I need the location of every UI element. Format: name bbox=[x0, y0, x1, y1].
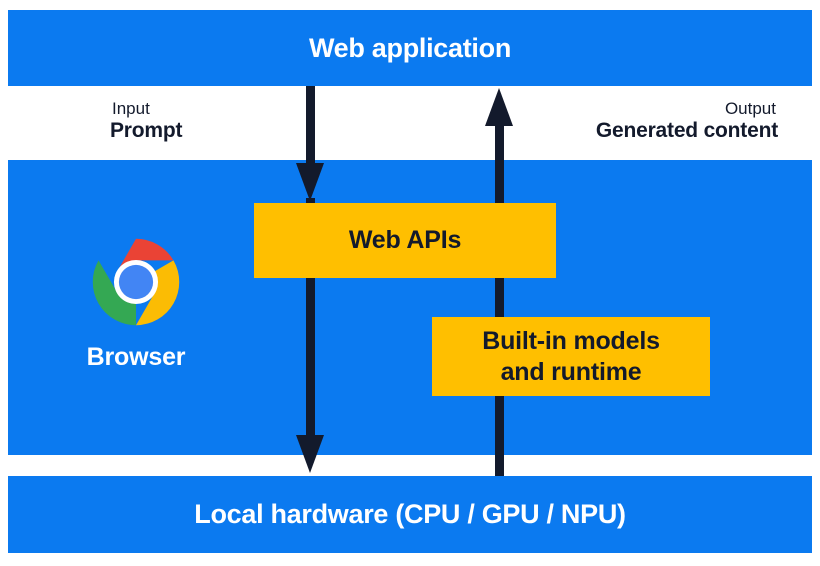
flow-input-kind: Input bbox=[112, 99, 150, 118]
box-builtin-models-line1: Built-in models bbox=[482, 327, 660, 355]
arrow-input-head-upper-icon bbox=[296, 163, 324, 201]
band-browser-label: Browser bbox=[86, 343, 186, 371]
flow-output-kind: Output bbox=[724, 99, 776, 118]
box-builtin-models: Built-in models and runtime bbox=[432, 317, 710, 396]
chrome-logo bbox=[92, 238, 180, 326]
arrow-output-head-icon bbox=[485, 88, 513, 126]
flow-output-value: Generated content bbox=[595, 119, 778, 143]
band-local-hardware: Local hardware (CPU / GPU / NPU) bbox=[8, 476, 812, 553]
flow-input-value: Prompt bbox=[110, 119, 183, 143]
browser-identity: Browser bbox=[83, 237, 189, 372]
arrow-input-shaft-upper bbox=[306, 86, 315, 168]
flow-label-input: Input Prompt bbox=[110, 99, 183, 144]
band-web-application: Web application bbox=[8, 10, 812, 86]
flow-label-output: Output Generated content bbox=[596, 99, 778, 144]
arrow-output-shaft bbox=[495, 120, 504, 476]
box-web-apis-label: Web APIs bbox=[348, 226, 462, 255]
arrow-input-head-lower-icon bbox=[296, 435, 324, 473]
band-web-application-label: Web application bbox=[308, 32, 512, 63]
band-local-hardware-label: Local hardware (CPU / GPU / NPU) bbox=[194, 499, 626, 529]
arrow-input-shaft-lower bbox=[306, 198, 315, 438]
box-builtin-models-line2: and runtime bbox=[500, 357, 642, 386]
box-builtin-models-label: Built-in models and runtime bbox=[482, 326, 660, 387]
box-web-apis: Web APIs bbox=[254, 203, 556, 278]
